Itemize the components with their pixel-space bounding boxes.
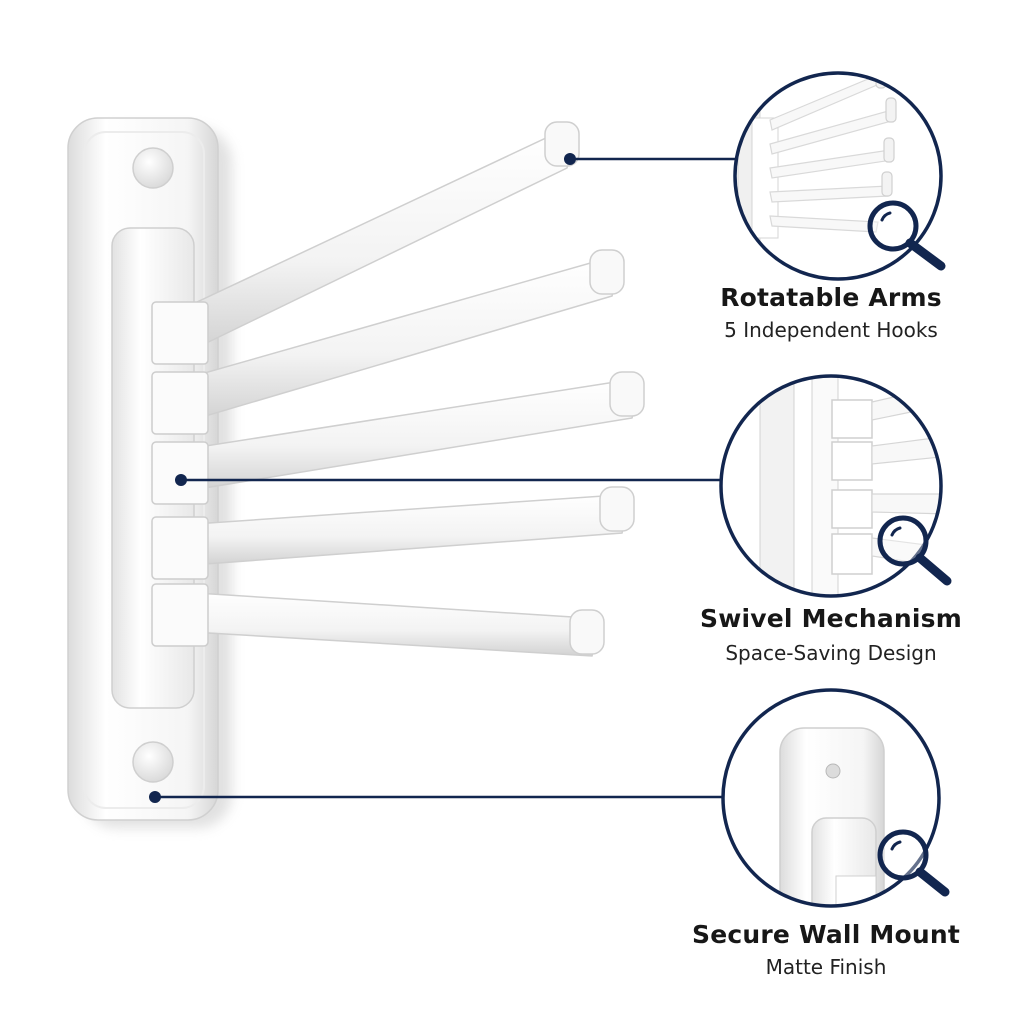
magnifier-icon <box>877 829 950 897</box>
hook-arm-tip <box>609 371 645 417</box>
detail-mount-zoom <box>779 727 885 906</box>
hook-arm-tip <box>599 486 635 532</box>
callout-dot-swivel <box>175 474 187 486</box>
swivel-block <box>151 301 209 365</box>
arms-group <box>178 121 645 657</box>
detail-circle-arms-bg <box>735 73 941 279</box>
hook-arm <box>179 486 635 566</box>
feature-subtitle-arms: 5 Independent Hooks <box>724 318 938 342</box>
swivel-block <box>151 441 209 505</box>
hook-arm-tip <box>589 249 625 295</box>
feature-title-arms: Rotatable Arms <box>720 283 942 312</box>
feature-title-swivel: Swivel Mechanism <box>699 604 962 633</box>
feature-title-mount: Secure Wall Mount <box>692 920 960 949</box>
callout-dot-arms <box>564 153 576 165</box>
towel-hook-product <box>67 117 645 828</box>
callout-lines <box>149 153 736 803</box>
bottom-screw-cap <box>132 741 174 783</box>
callout-dot-mount <box>149 791 161 803</box>
detail-circle-mount-ring <box>721 688 941 908</box>
detail-circle-arms-ring <box>733 71 943 281</box>
detail-circle-swivel <box>719 374 952 598</box>
top-screw-cap <box>132 147 174 189</box>
swivel-blocks <box>151 301 209 647</box>
swivel-block <box>151 371 209 435</box>
detail-circle-arms <box>733 71 946 281</box>
magnifier-icon <box>867 200 946 271</box>
hook-arm-tip <box>569 609 605 655</box>
feature-subtitle-swivel: Space-Saving Design <box>725 641 937 665</box>
magnifier-icon <box>877 515 952 586</box>
hook-arm <box>178 591 605 657</box>
detail-circle-mount <box>721 688 950 908</box>
detail-circle-swivel-ring <box>719 374 943 598</box>
feature-subtitle-mount: Matte Finish <box>765 955 887 979</box>
swivel-block <box>151 516 209 580</box>
swivel-block <box>151 583 209 647</box>
hook-arm-body <box>179 494 629 566</box>
hook-arm <box>179 371 645 491</box>
hook-arm-body <box>178 591 599 657</box>
